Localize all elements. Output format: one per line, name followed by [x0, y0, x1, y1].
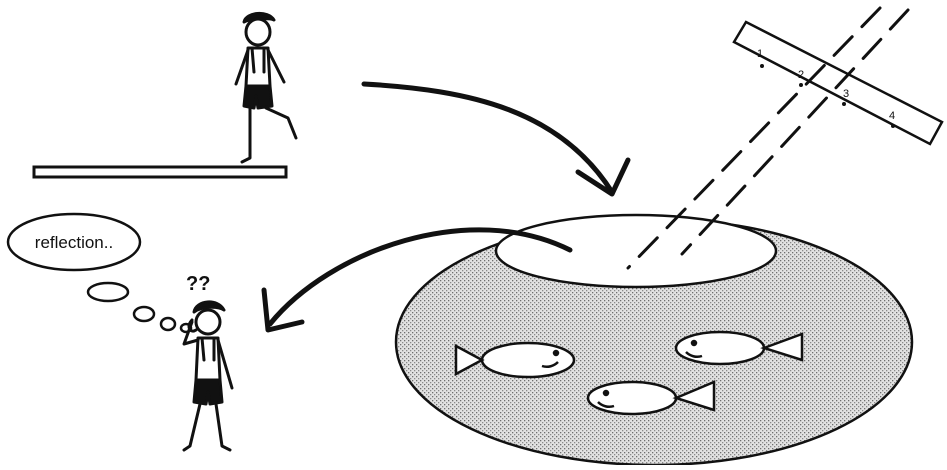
ruler-tick-3: 3 — [843, 88, 849, 100]
standing-person-figure — [236, 13, 296, 162]
pool-opening — [496, 215, 776, 287]
thought-bubble — [8, 214, 191, 332]
ruler-tick-1: 1 — [757, 48, 763, 60]
confused-person-figure — [184, 302, 232, 450]
confusion-mark: ?? — [186, 273, 210, 295]
thought-bubble-text: reflection.. — [35, 233, 113, 252]
jump-arrow — [364, 84, 628, 194]
pool — [396, 215, 912, 465]
ruler-tick-4: 4 — [889, 110, 895, 122]
ruler-tick-2: 2 — [798, 69, 804, 81]
platform-board — [34, 167, 286, 177]
